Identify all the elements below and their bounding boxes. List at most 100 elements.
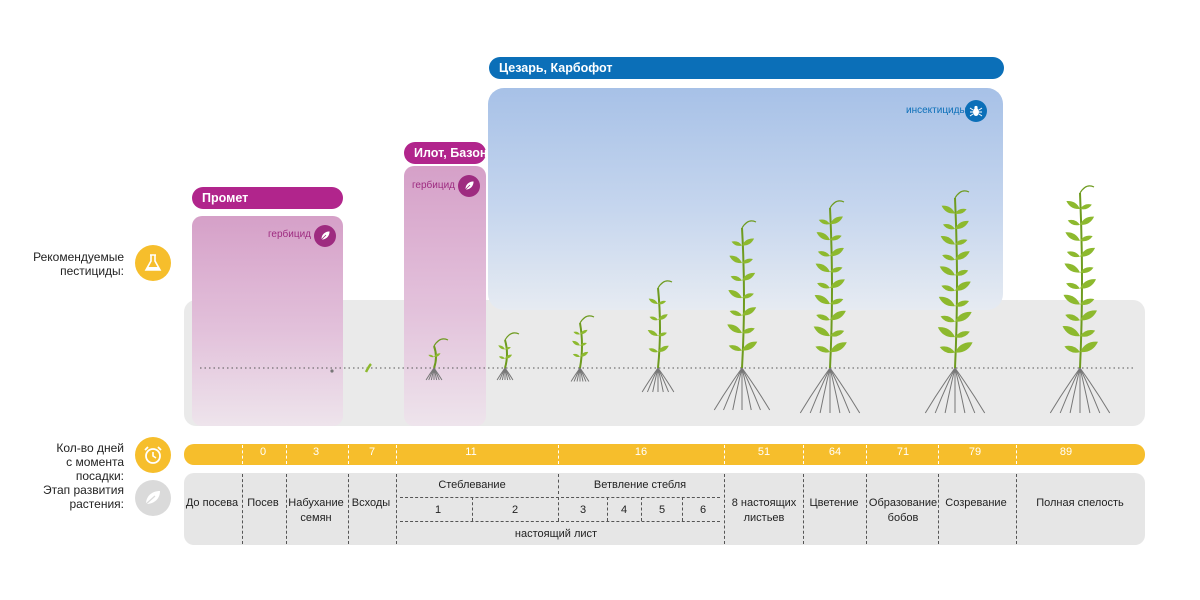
root <box>1079 367 1091 414</box>
leaf <box>942 254 955 261</box>
stage-sprouts: Всходы <box>351 497 391 509</box>
treatment-bar-ilot: Илот, Базон <box>404 142 487 164</box>
leaf <box>955 220 969 229</box>
stage-separator <box>641 497 642 521</box>
root <box>944 367 956 414</box>
leaf <box>658 300 667 305</box>
alarm-clock-icon <box>135 437 171 473</box>
bug-icon <box>965 100 987 122</box>
day-value: 89 <box>1059 446 1073 458</box>
root <box>657 367 670 393</box>
leaf <box>939 266 955 276</box>
stage-branching: Ветвление стебля <box>593 479 687 491</box>
leaf <box>1065 314 1080 321</box>
day-separator <box>866 445 867 464</box>
root <box>723 367 743 411</box>
leaf <box>1064 263 1080 273</box>
stage-ripening: Созревание <box>945 497 1007 509</box>
leaf <box>729 310 742 316</box>
root <box>954 367 976 414</box>
stage-beans: Образование бобов <box>868 497 938 524</box>
leaf <box>830 342 847 353</box>
leaf <box>815 346 830 353</box>
stage-separator <box>242 474 243 544</box>
stem <box>954 197 958 369</box>
leaf <box>830 247 844 257</box>
leaf <box>648 298 658 305</box>
leaf <box>942 224 955 230</box>
growth-area <box>184 300 1145 426</box>
root <box>1079 367 1111 414</box>
leaf <box>742 307 757 316</box>
leaf <box>731 241 742 246</box>
leaf <box>572 340 580 346</box>
leaf <box>1080 330 1096 337</box>
leaf <box>434 353 441 358</box>
leaf <box>498 345 505 350</box>
stage-separator <box>558 497 559 521</box>
herbicide-panel-2 <box>404 166 486 426</box>
pesticides-label: Рекомендуемые пестициды: <box>33 250 124 278</box>
root <box>1049 367 1081 414</box>
leaf <box>955 281 971 291</box>
leaf <box>817 251 830 257</box>
stage-separator <box>938 474 939 544</box>
leaf <box>728 345 742 352</box>
day-value: 11 <box>465 446 477 458</box>
tendril <box>433 338 449 347</box>
tendril <box>579 315 595 324</box>
leaf <box>1080 247 1096 257</box>
leaf <box>742 272 756 281</box>
leaf <box>428 354 434 358</box>
leaf <box>939 346 955 354</box>
stage-stemming: Стеблевание <box>438 479 506 491</box>
flask-icon <box>135 245 171 281</box>
leaf <box>1080 267 1094 274</box>
leaf <box>728 290 742 299</box>
leaf <box>730 275 742 281</box>
stage-before-sowing: До посева <box>185 497 239 509</box>
leaf <box>498 356 505 359</box>
leaf <box>742 238 755 246</box>
root <box>1069 367 1081 414</box>
treatment-bar-cezar: Цезарь, Карбофот <box>489 57 1004 79</box>
stage-separator <box>724 474 725 544</box>
leaf <box>816 232 830 241</box>
day-value: 16 <box>634 446 648 458</box>
true-leaf-number: 2 <box>511 504 519 516</box>
leaf <box>955 342 973 353</box>
leaf <box>580 342 587 346</box>
leaf <box>658 332 667 337</box>
root <box>829 367 861 414</box>
stage-eight-leaves: 8 настоящих листьев <box>731 497 797 524</box>
leaf <box>658 314 668 321</box>
herbicide-label-2: гербицид <box>412 180 456 191</box>
root <box>579 367 590 382</box>
tendril <box>504 332 520 341</box>
leaf <box>1065 232 1080 241</box>
leaf <box>742 258 753 264</box>
leaf <box>727 324 742 334</box>
leaf <box>1063 294 1080 305</box>
leaf-icon <box>135 480 171 516</box>
root <box>646 367 659 393</box>
leaf <box>1080 279 1097 289</box>
days-bar <box>184 444 1145 465</box>
leaf <box>830 279 845 289</box>
leaf-icon <box>314 225 336 247</box>
stage-flowering: Цветение <box>809 497 859 509</box>
leaf <box>1066 282 1080 290</box>
root <box>1059 367 1081 414</box>
leaf <box>955 239 968 245</box>
stage-subgrid-line <box>400 521 720 522</box>
day-separator <box>348 445 349 464</box>
root <box>934 367 956 414</box>
root <box>732 367 743 411</box>
leaf <box>830 235 842 241</box>
leaf <box>1080 216 1095 225</box>
root <box>819 367 831 414</box>
leaf <box>816 314 830 321</box>
leaf <box>742 293 754 299</box>
day-value: 71 <box>896 446 910 458</box>
stem <box>657 287 661 369</box>
